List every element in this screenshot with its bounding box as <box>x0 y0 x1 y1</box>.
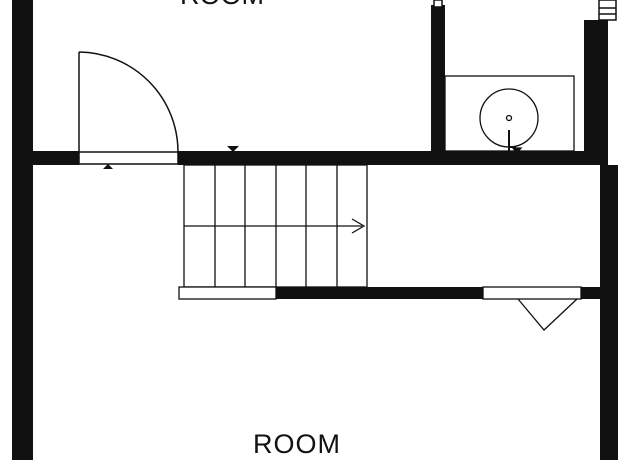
folding-door-threshold <box>482 286 582 300</box>
small-post <box>433 0 443 8</box>
utility-partition-wall <box>431 5 445 151</box>
door-threshold <box>78 151 179 165</box>
folding-door-panels <box>517 298 578 331</box>
marker-triangle-down <box>227 146 239 152</box>
staircase <box>178 164 368 300</box>
right-wall-upper <box>584 20 608 165</box>
left-wall <box>12 0 33 460</box>
top-interior-wall-right <box>178 151 600 165</box>
utility-closet <box>444 75 575 155</box>
vent-box <box>598 0 617 21</box>
folding-door <box>482 286 582 331</box>
top-interior-wall-left <box>33 151 79 165</box>
door-swing-arc <box>78 51 179 153</box>
top-right-details <box>433 0 617 21</box>
lower-room-label: ROOM <box>253 429 341 459</box>
water-heater-center <box>505 114 513 122</box>
stair-direction-arrow <box>351 218 366 234</box>
stair-landing-wall <box>276 287 483 299</box>
walls <box>12 0 618 460</box>
closet-wall-stub <box>581 287 600 299</box>
swing-door <box>78 51 179 165</box>
right-wall-lower <box>600 165 618 460</box>
marker-triangle-up <box>103 164 113 169</box>
stair-landing-threshold <box>178 286 277 300</box>
upper-room-label: ROOM <box>180 0 264 10</box>
